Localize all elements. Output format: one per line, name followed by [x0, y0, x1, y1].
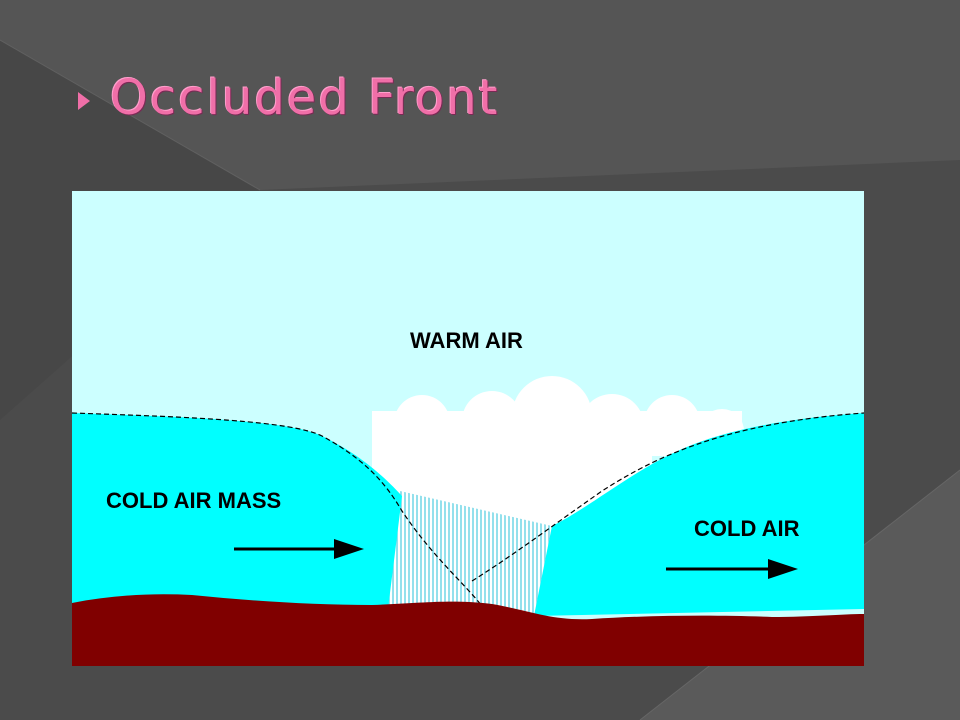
title-bullet-icon: [78, 92, 90, 110]
occluded-front-diagram: WARM AIR COLD AIR MASS COLD AIR: [72, 191, 864, 666]
cold-air-mass-label: COLD AIR MASS: [106, 488, 281, 513]
diagram-canvas: WARM AIR COLD AIR MASS COLD AIR: [72, 191, 864, 666]
rain-band: [388, 491, 552, 616]
cold-air-label: COLD AIR: [694, 516, 800, 541]
front-boundary-left: [72, 412, 483, 607]
slide-title: Occluded Front: [110, 70, 500, 126]
cold-air-mass-left: [72, 413, 402, 609]
right-arrow-icon: [666, 559, 798, 579]
warm-air-label: WARM AIR: [410, 328, 523, 353]
front-boundary-right: [471, 412, 864, 582]
ground: [72, 594, 864, 666]
left-arrow-icon: [234, 539, 364, 559]
